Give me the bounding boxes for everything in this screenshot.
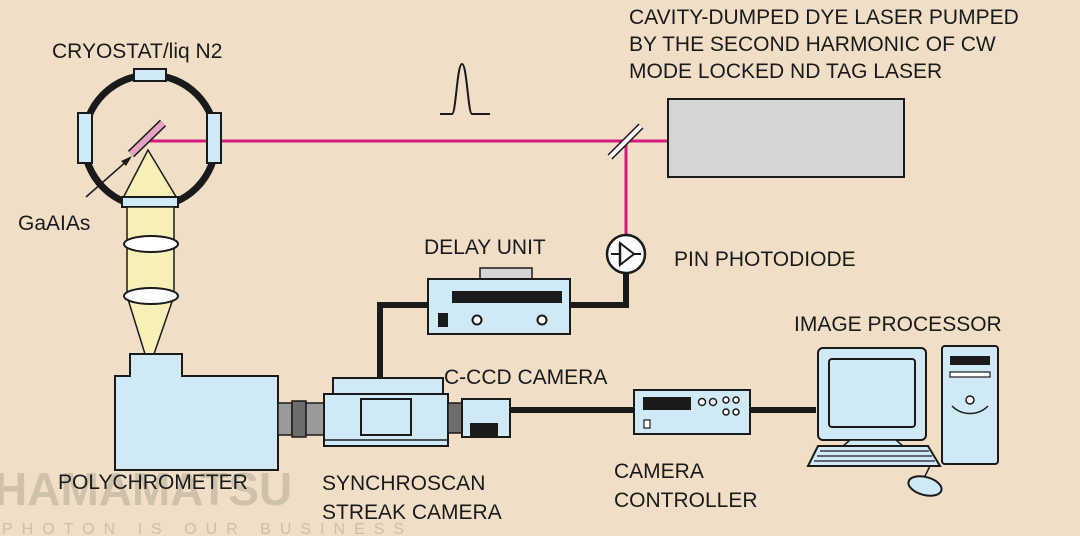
- watermark-slogan: PHOTON IS OUR BUSINESS: [2, 521, 413, 536]
- dye-laser: [667, 98, 905, 178]
- lens-upper: [123, 235, 179, 253]
- cryostat-label: CRYOSTAT/liq N2: [52, 40, 222, 63]
- polychrometer-label: POLYCHROMETER: [58, 471, 248, 494]
- cryostat-window-top: [133, 68, 167, 82]
- laser-label-line3: MODE LOCKED ND TAG LASER: [629, 60, 942, 83]
- streak-camera: [323, 377, 449, 447]
- cable-delay-photodiode: [570, 272, 629, 308]
- sample-label: GaAIAs: [18, 212, 90, 235]
- cryostat-window-right: [206, 112, 222, 164]
- photodiode-label: PIN PHOTODIODE: [674, 248, 856, 271]
- laser-label-line2: BY THE SECOND HARMONIC OF CW: [629, 33, 996, 56]
- watermark-brand: HAMAMATSU: [0, 463, 292, 515]
- cable-streak-delay: [377, 302, 428, 378]
- delay-unit-label: DELAY UNIT: [424, 236, 546, 259]
- laser-label-line1: CAVITY-DUMPED DYE LASER PUMPED: [629, 6, 1019, 29]
- light-column: [126, 206, 175, 355]
- cryostat-window-bottom: [121, 196, 179, 208]
- controller-label-line1: CAMERA: [614, 460, 704, 483]
- camera-controller: [633, 389, 751, 435]
- image-processor: [806, 345, 999, 497]
- cables: [377, 272, 816, 413]
- sample-pointer: [85, 159, 129, 198]
- laser-beam: [150, 139, 668, 236]
- streak-camera-label-line2: STREAK CAMERA: [322, 501, 502, 524]
- photodiode-icon: [605, 233, 647, 275]
- cryostat-window-left: [77, 112, 93, 164]
- ccd-camera: [447, 398, 511, 438]
- image-processor-label: IMAGE PROCESSOR: [794, 313, 1002, 336]
- laser-pulse-icon: [440, 62, 490, 115]
- delay-unit: [427, 267, 571, 335]
- controller-label-line2: CONTROLLER: [614, 489, 758, 512]
- ccd-camera-label: C-CCD CAMERA: [444, 366, 607, 389]
- polychrometer: [114, 353, 279, 471]
- streak-camera-label-line1: SYNCHROSCAN: [322, 472, 485, 495]
- lens-lower: [123, 287, 179, 305]
